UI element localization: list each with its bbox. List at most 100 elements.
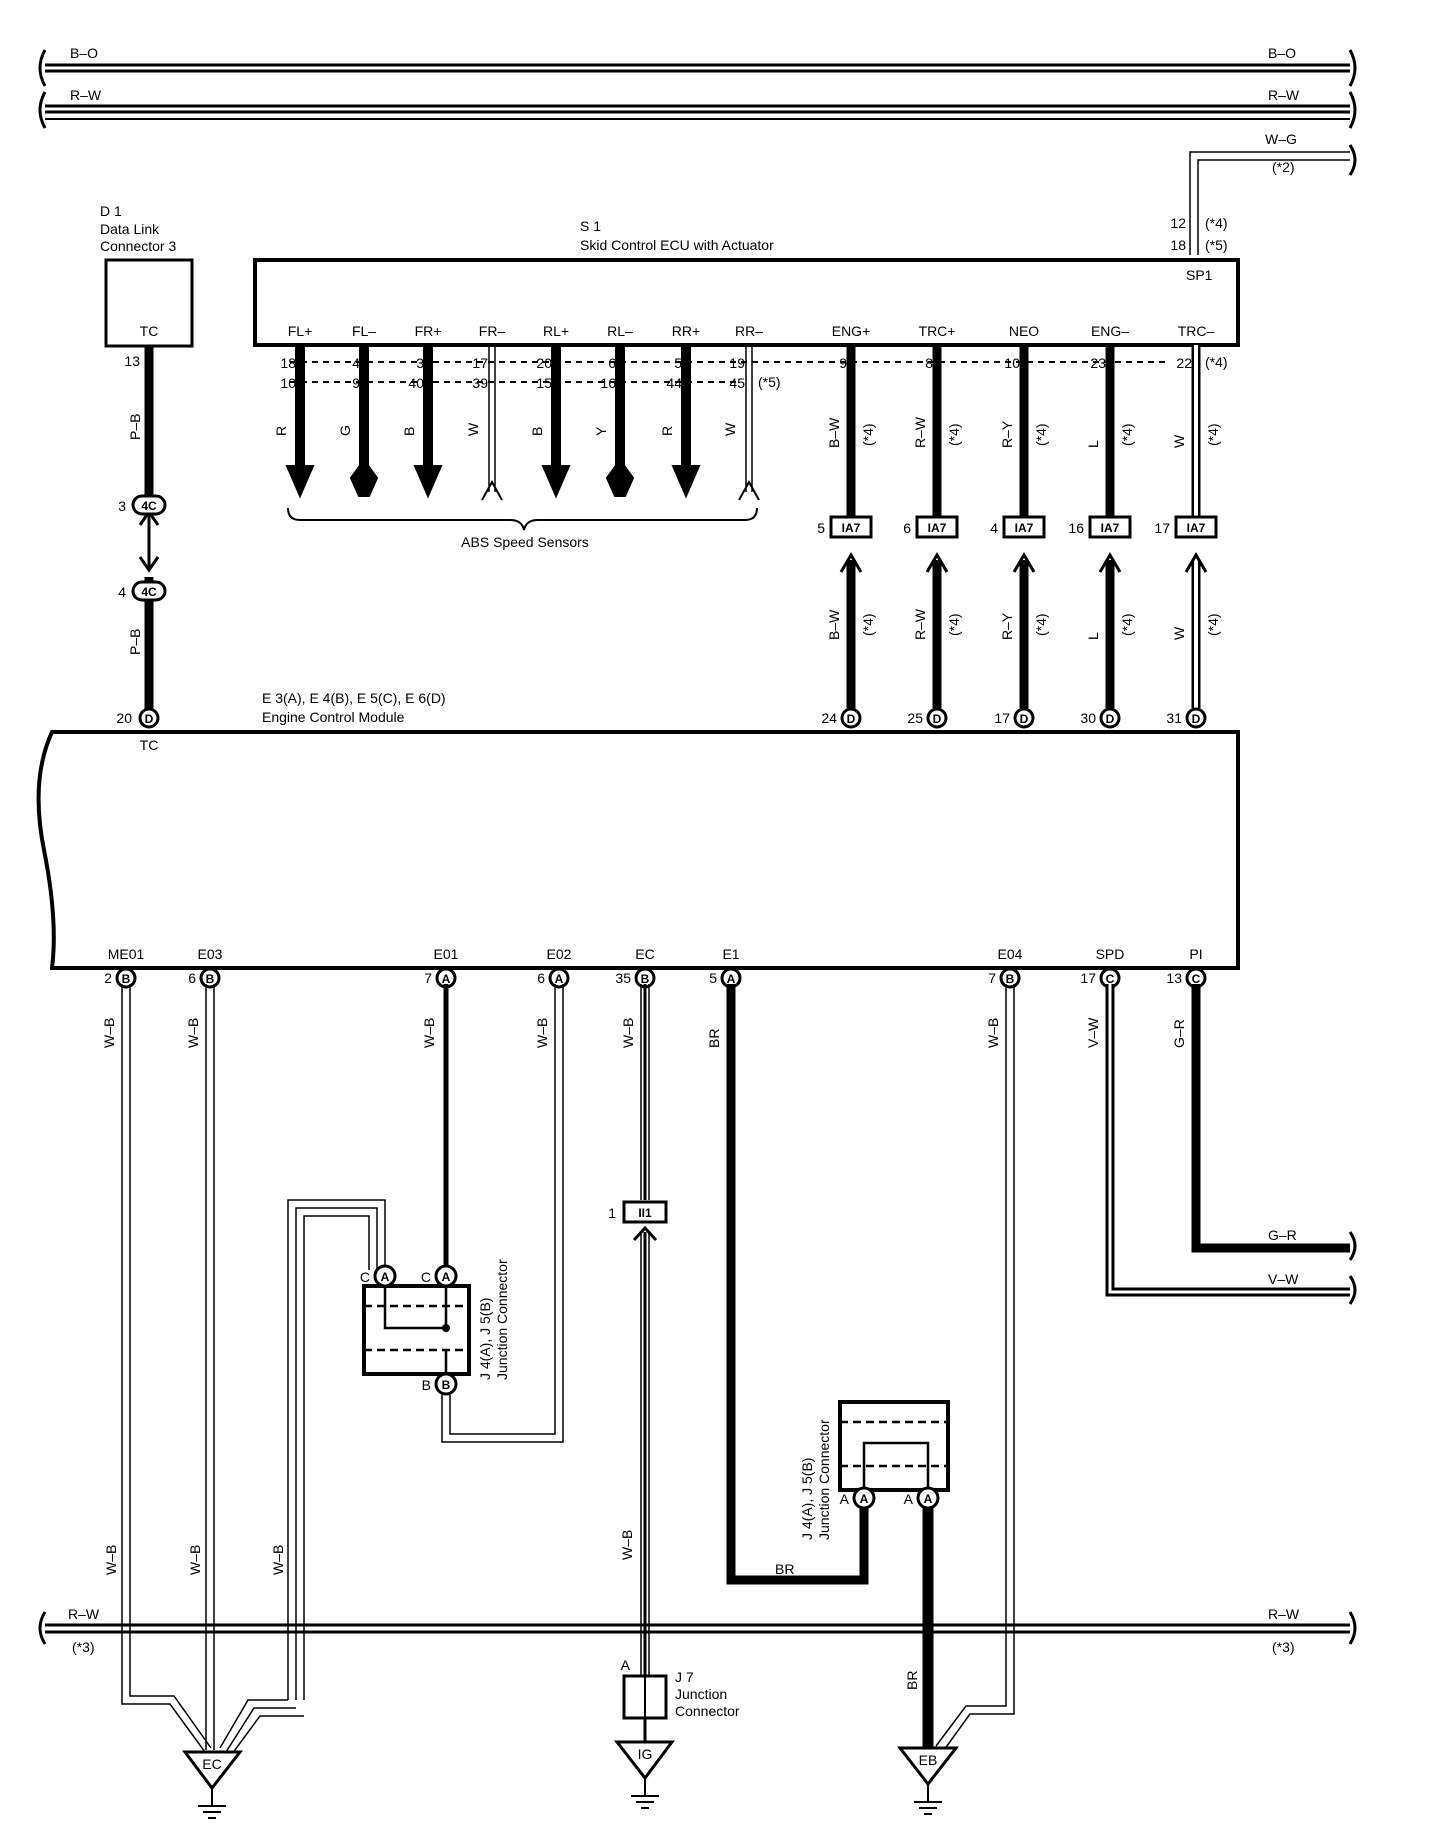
ecu-right-terminal-name: TRC– bbox=[1178, 323, 1215, 339]
j7-pin: A bbox=[621, 1657, 631, 1673]
ecm-bottom-connector-label: B bbox=[206, 972, 215, 986]
ecm-bottom-wire-color: W–B bbox=[620, 1018, 636, 1048]
jcl-label-2: Junction Connector bbox=[494, 1259, 510, 1380]
abs-pin-bottom: 40 bbox=[408, 375, 424, 391]
ecu-wire-color-lower: B–W bbox=[826, 609, 842, 640]
ecu-wire-note-lower: (*4) bbox=[1033, 613, 1049, 636]
abs-wire-color: W bbox=[722, 422, 738, 436]
ecm-bottom-wire-color: G–R bbox=[1171, 1019, 1187, 1048]
lower-wb-1: W–B bbox=[103, 1545, 119, 1575]
ecm-connector-d bbox=[840, 707, 862, 729]
ecm-bottom-connector bbox=[199, 967, 221, 989]
ecm-bottom-terminal-name: E1 bbox=[722, 946, 739, 962]
j7-id: J 7 bbox=[675, 1669, 694, 1685]
ecu-right-terminal-name: TRC+ bbox=[919, 323, 956, 339]
ecu-wire-color-lower: R–W bbox=[912, 608, 928, 640]
ecu-wire-note-upper: (*4) bbox=[1033, 423, 1049, 446]
abs-pin-bottom: 44 bbox=[666, 375, 682, 391]
sp1-note-2: (*5) bbox=[1205, 237, 1228, 253]
ecm-connector-d-label: D bbox=[933, 712, 942, 726]
abs-wire-color: B bbox=[401, 427, 417, 436]
ecm-right-pin: 31 bbox=[1166, 710, 1182, 726]
lower-wb-3: W–B bbox=[270, 1545, 286, 1575]
ecm-bottom-connector-label: A bbox=[727, 972, 736, 986]
ia7-connector bbox=[829, 515, 873, 539]
abs-pin-bottom: 45 bbox=[729, 375, 745, 391]
tc-ecm-pin: 20 bbox=[116, 710, 132, 726]
abs-pin-top: 6 bbox=[608, 355, 616, 371]
dlc-terminal-tc: TC bbox=[140, 323, 159, 339]
abs-terminal-name: RL+ bbox=[543, 323, 569, 339]
lower-wb-2: W–B bbox=[187, 1545, 203, 1575]
ia7-connector bbox=[1088, 515, 1132, 539]
ecm-bottom-connector-label: B bbox=[122, 972, 131, 986]
ecm-bottom-wire-color: V–W bbox=[1085, 1017, 1101, 1048]
abs-terminal-name: RR+ bbox=[672, 323, 700, 339]
ecm-bottom-wires: ME01B2W–BE03B6W–BE01A7W–BE02A6W–BECB35W–… bbox=[101, 946, 1207, 1048]
ia7-pin: 5 bbox=[817, 520, 825, 536]
abs-pin-top: 3 bbox=[416, 355, 424, 371]
ecu-right-terminal-name: ENG– bbox=[1091, 323, 1129, 339]
skid-ecu-id: S 1 bbox=[580, 218, 601, 234]
ecu-right-pin: 23 bbox=[1090, 355, 1106, 371]
ecm-bottom-terminal-name: EC bbox=[635, 946, 654, 962]
ecm-connector-d bbox=[1013, 707, 1035, 729]
g-r-label: G–R bbox=[1268, 1227, 1297, 1243]
ground-ec-label: EC bbox=[202, 1756, 221, 1772]
ia7-label: IA7 bbox=[1015, 521, 1034, 535]
abs-terminal-name: FL– bbox=[352, 323, 376, 339]
ecu-wire-color-upper: W bbox=[1171, 434, 1187, 448]
jcr-a-1: A bbox=[860, 1492, 869, 1506]
ec-lower-wire: W–B bbox=[619, 1530, 635, 1560]
ecm-bottom-pin: 6 bbox=[537, 970, 545, 986]
w-g-note: (*2) bbox=[1272, 159, 1295, 175]
ecm-bottom-wire-color: W–B bbox=[421, 1018, 437, 1048]
ia7-connector bbox=[1002, 515, 1046, 539]
abs-pin-top: 18 bbox=[280, 355, 296, 371]
dlc-name-2: Connector 3 bbox=[100, 238, 176, 254]
abs-pin-bottom: 16 bbox=[600, 375, 616, 391]
ecm-connector-d bbox=[926, 707, 948, 729]
sp1-pin-1: 12 bbox=[1170, 215, 1186, 231]
bus-b-o-left: B–O bbox=[70, 45, 98, 61]
abs-wire-arrow bbox=[413, 465, 443, 499]
jcl-pin-c-2: C bbox=[421, 1269, 431, 1285]
ecm-bottom-pin: 17 bbox=[1080, 970, 1096, 986]
abs-wire-color: B bbox=[529, 427, 545, 436]
ecm-bottom-pin: 6 bbox=[188, 970, 196, 986]
ecm-bottom-connector bbox=[999, 967, 1021, 989]
ecu-wire-note-lower: (*4) bbox=[1205, 613, 1221, 636]
abs-pin-top: 4 bbox=[352, 355, 360, 371]
ecm-bottom-terminal-name: PI bbox=[1189, 946, 1202, 962]
abs-wire-arrow bbox=[605, 458, 635, 497]
abs-wire-color: W bbox=[465, 422, 481, 436]
ecm-bottom-terminal-name: E01 bbox=[434, 946, 459, 962]
tc-wire-upper: P–B bbox=[127, 414, 143, 440]
abs-wire-arrow bbox=[349, 458, 379, 497]
tc-wire-lower: P–B bbox=[127, 629, 143, 655]
ecm-bottom-wire-color: W–B bbox=[534, 1018, 550, 1048]
ecm-bottom-connector-label: B bbox=[1006, 972, 1015, 986]
ecm-bottom-connector-label: B bbox=[641, 972, 650, 986]
ground-ec: EC bbox=[182, 1750, 244, 1819]
jcr-pin-a-2: A bbox=[904, 1491, 914, 1507]
ia7-label: IA7 bbox=[1187, 521, 1206, 535]
ecm-name: Engine Control Module bbox=[262, 709, 405, 725]
jcr-label-2: Junction Connector bbox=[816, 1419, 832, 1540]
jcl-a-1: A bbox=[381, 1270, 390, 1284]
ground-ig-label: IG bbox=[638, 1746, 653, 1762]
skid-ecu-sp1: SP1 bbox=[1186, 267, 1213, 283]
row-note-top: (*4) bbox=[1205, 354, 1228, 370]
abs-pin-bottom: 15 bbox=[536, 375, 552, 391]
ecm-right-pin: 17 bbox=[994, 710, 1010, 726]
tc-ecm-conn: D bbox=[145, 712, 154, 726]
bus-r-w-bottom-left: R–W bbox=[68, 1606, 100, 1622]
ecm-ids: E 3(A), E 4(B), E 5(C), E 6(D) bbox=[262, 690, 446, 706]
ecu-right-pin: 10 bbox=[1004, 355, 1020, 371]
ecm-connector-d bbox=[1099, 707, 1121, 729]
ecm-connector-d-label: D bbox=[1192, 712, 1201, 726]
ecm-bottom-wire-color: W–B bbox=[985, 1018, 1001, 1048]
ecm-connector-d-label: D bbox=[1106, 712, 1115, 726]
ia7-arrow bbox=[1012, 552, 1036, 573]
